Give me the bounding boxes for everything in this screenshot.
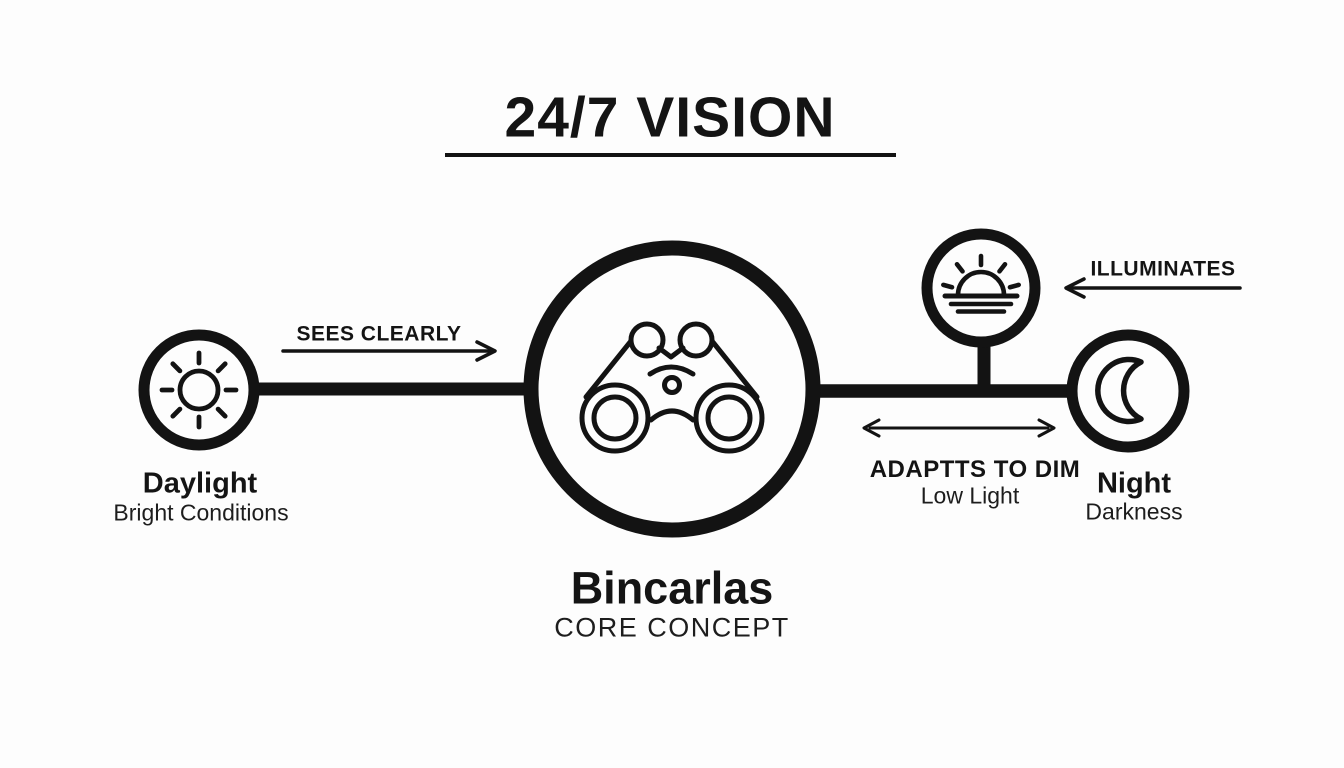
- night-caption: Darkness: [1085, 498, 1183, 525]
- night-label: Night: [1096, 467, 1172, 500]
- illuminates-arrow: [1064, 277, 1242, 299]
- night-node-circle: [1066, 329, 1190, 453]
- title-underline: [445, 153, 896, 157]
- core-node-circle: [523, 240, 821, 538]
- adapts-arrow: [862, 418, 1056, 438]
- core-label: Bincarlas: [570, 562, 774, 614]
- daylight-label: Daylight: [142, 467, 258, 500]
- sunrise-icon: [941, 253, 1021, 314]
- binoculars-icon: [579, 321, 765, 454]
- sees-clearly-label: SEES CLEARLY: [296, 322, 462, 346]
- sun-icon: [159, 350, 239, 430]
- core-caption: CORE CONCEPT: [554, 612, 790, 643]
- sees-clearly-arrow: [281, 340, 497, 362]
- daylight-caption: Bright Conditions: [113, 499, 289, 526]
- dawn-node-circle: [921, 228, 1041, 348]
- illuminates-label: ILLUMINATES: [1090, 257, 1236, 281]
- adapts-caption: Low Light: [920, 482, 1020, 509]
- adapts-label: ADAPTTS TO DIM: [869, 456, 1081, 483]
- moon-icon: [1095, 356, 1144, 425]
- page-title: 24/7 VISION: [504, 85, 836, 150]
